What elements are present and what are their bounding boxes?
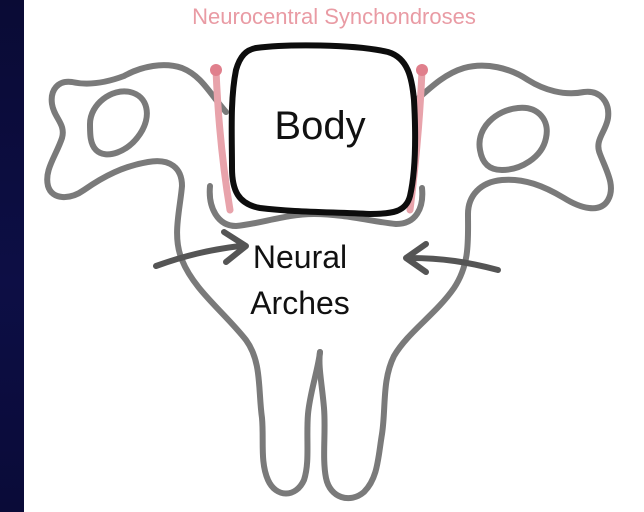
left-synchondrosis-cap xyxy=(210,64,222,76)
synchondroses-heading: Neurocentral Synchondroses xyxy=(24,4,644,30)
right-transverse-foramen xyxy=(479,108,546,170)
left-synchondrosis xyxy=(216,70,230,210)
left-transverse-foramen xyxy=(90,91,147,154)
neural-arches-label-line-1: Neural xyxy=(200,234,400,280)
neural-arches-label: Neural Arches xyxy=(200,234,400,326)
right-arrow-icon xyxy=(406,244,498,272)
right-synchondrosis-cap xyxy=(416,64,428,76)
diagram-panel: Neurocentral Synchondroses Body Neural A… xyxy=(24,0,644,512)
body-label: Body xyxy=(230,102,410,150)
neural-arches-label-line-2: Arches xyxy=(200,280,400,326)
